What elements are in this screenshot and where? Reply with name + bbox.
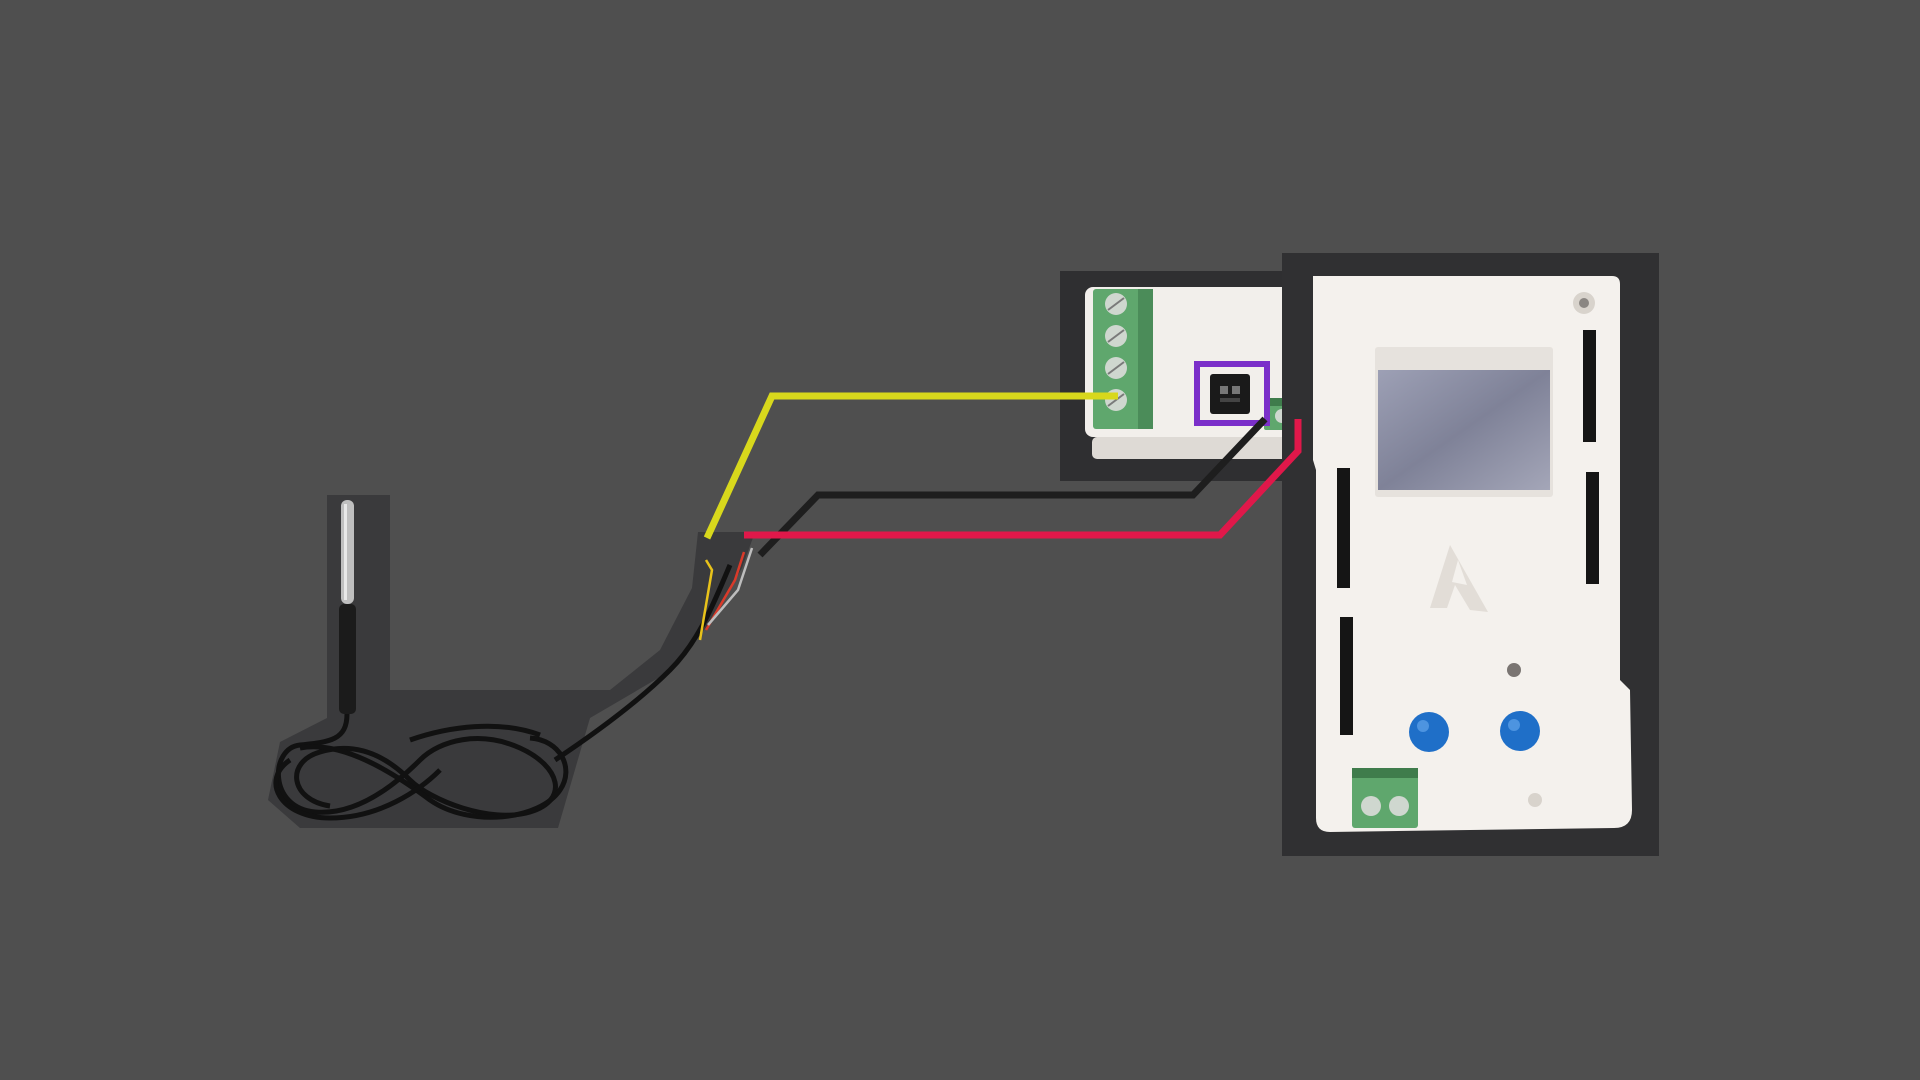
controller bbox=[1282, 253, 1659, 856]
wire-black bbox=[757, 416, 1268, 558]
probe-tip-icon bbox=[341, 500, 354, 604]
coiled-cable-icon bbox=[273, 564, 733, 821]
blue-button-1 bbox=[1409, 712, 1449, 752]
logo-icon bbox=[1430, 545, 1488, 612]
blue-button-2 bbox=[1500, 711, 1540, 751]
probe-sleeve bbox=[339, 604, 356, 714]
controller-power-terminal bbox=[1352, 768, 1418, 828]
mounting-hole-icon bbox=[1528, 793, 1542, 807]
wire-red bbox=[744, 419, 1302, 539]
connection-wires bbox=[703, 392, 1302, 558]
probe-backdrop bbox=[268, 495, 755, 828]
lcd-display-icon bbox=[1375, 347, 1553, 497]
highlight-box bbox=[1194, 361, 1270, 426]
module-terminal-block bbox=[1093, 289, 1153, 429]
wire-yellow bbox=[703, 392, 1118, 540]
temperature-probe bbox=[268, 495, 755, 828]
header-pins bbox=[1337, 330, 1599, 735]
probe-wire-ends bbox=[698, 547, 754, 641]
module-jumper bbox=[1210, 374, 1250, 414]
